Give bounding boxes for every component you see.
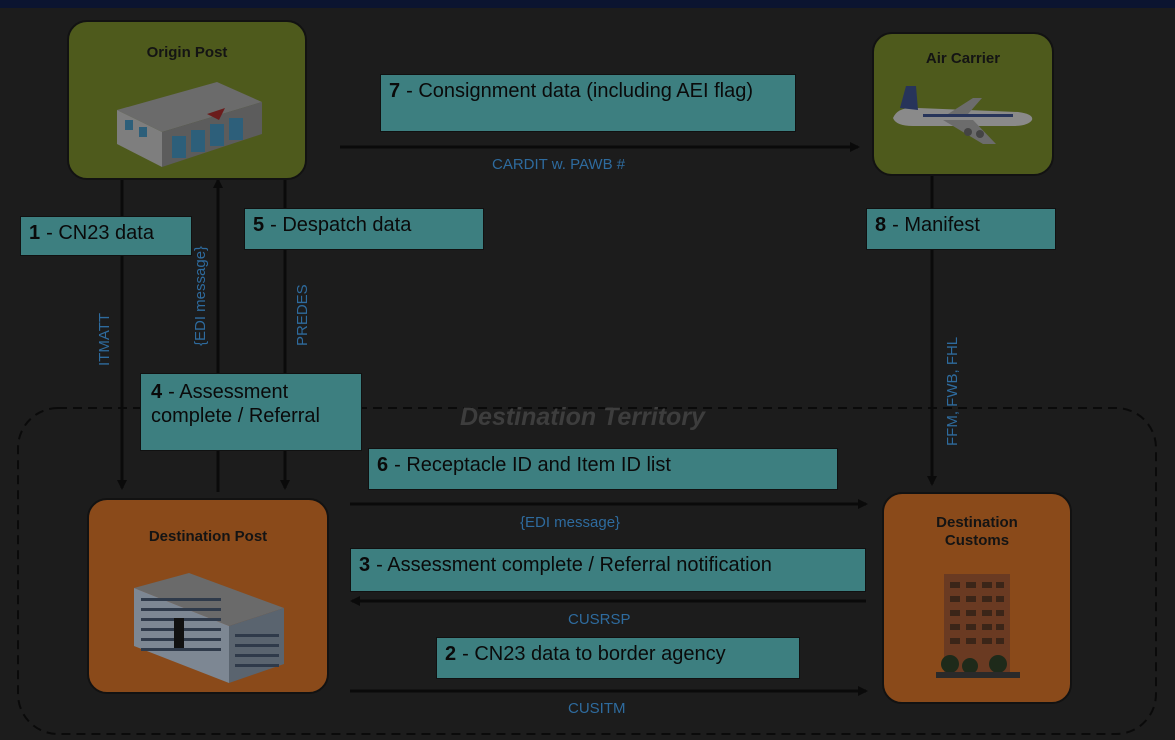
predes-label: PREDES: [294, 284, 311, 346]
edi-message-horizontal-label: {EDI message}: [520, 514, 621, 531]
top-bar: [0, 0, 1175, 8]
ffm-fwb-fhl-label: FFM, FWB, FHL: [944, 336, 961, 446]
cusitm-label: CUSITM: [568, 700, 626, 717]
step-2-number: 2: [445, 643, 457, 665]
step-1-number: 1: [29, 222, 41, 244]
step-3-number: 3: [359, 554, 371, 576]
airplane-icon: [893, 86, 1033, 144]
step-7-box: 7- Consignment data (including AEI flag): [380, 74, 796, 132]
origin-post-node: Origin Post: [67, 20, 307, 180]
step-8-number: 8: [875, 214, 887, 236]
origin-post-title: Origin Post: [146, 44, 228, 61]
cusrsp-label: CUSRSP: [568, 611, 631, 628]
step-3-box: 3- Assessment complete / Referral notifi…: [350, 548, 866, 592]
step-3-text: - Assessment complete / Referral notific…: [376, 554, 772, 576]
step-8-box: 8- Manifest: [866, 208, 1056, 250]
office-building-icon: [134, 573, 284, 683]
step-4-number: 4: [151, 381, 163, 403]
destination-customs-title: Destination Customs: [936, 514, 1018, 549]
destination-customs-node: Destination Customs: [882, 492, 1072, 704]
air-carrier-node: Air Carrier: [872, 32, 1054, 176]
step-7-number: 7: [389, 80, 401, 102]
step-7-text: - Consignment data (including AEI flag): [406, 80, 753, 102]
customs-flow-diagram: Destination Territory Origin Post Air Ca…: [0, 8, 1175, 740]
step-1-box: 1- CN23 data: [20, 216, 192, 256]
destination-post-node: Destination Post: [87, 498, 329, 694]
step-6-text: - Receptacle ID and Item ID list: [394, 454, 671, 476]
step-5-text: - Despatch data: [270, 214, 412, 236]
step-5-box: 5- Despatch data: [244, 208, 484, 250]
step-2-box: 2- CN23 data to border agency: [436, 637, 800, 679]
territory-boundary: [17, 407, 1157, 735]
cardit-label: CARDIT w. PAWB #: [492, 156, 626, 173]
step-6-box: 6- Receptacle ID and Item ID list: [368, 448, 838, 490]
air-carrier-title: Air Carrier: [925, 50, 1001, 67]
step-2-text: - CN23 data to border agency: [462, 643, 726, 665]
itmatt-label: ITMATT: [96, 312, 113, 366]
territory-label: Destination Territory: [460, 403, 705, 431]
edi-message-vertical-label: {EDI message}: [192, 245, 209, 346]
step-4-box: 4- Assessment complete / Referral: [140, 373, 362, 451]
customs-building-icon: [936, 574, 1020, 678]
post-office-building-icon: [117, 82, 262, 167]
step-1-text: - CN23 data: [46, 222, 154, 244]
step-6-number: 6: [377, 454, 389, 476]
step-5-number: 5: [253, 214, 265, 236]
destination-post-title: Destination Post: [148, 528, 268, 545]
step-8-text: - Manifest: [892, 214, 980, 236]
step-4-text: - Assessment complete / Referral: [151, 381, 320, 427]
